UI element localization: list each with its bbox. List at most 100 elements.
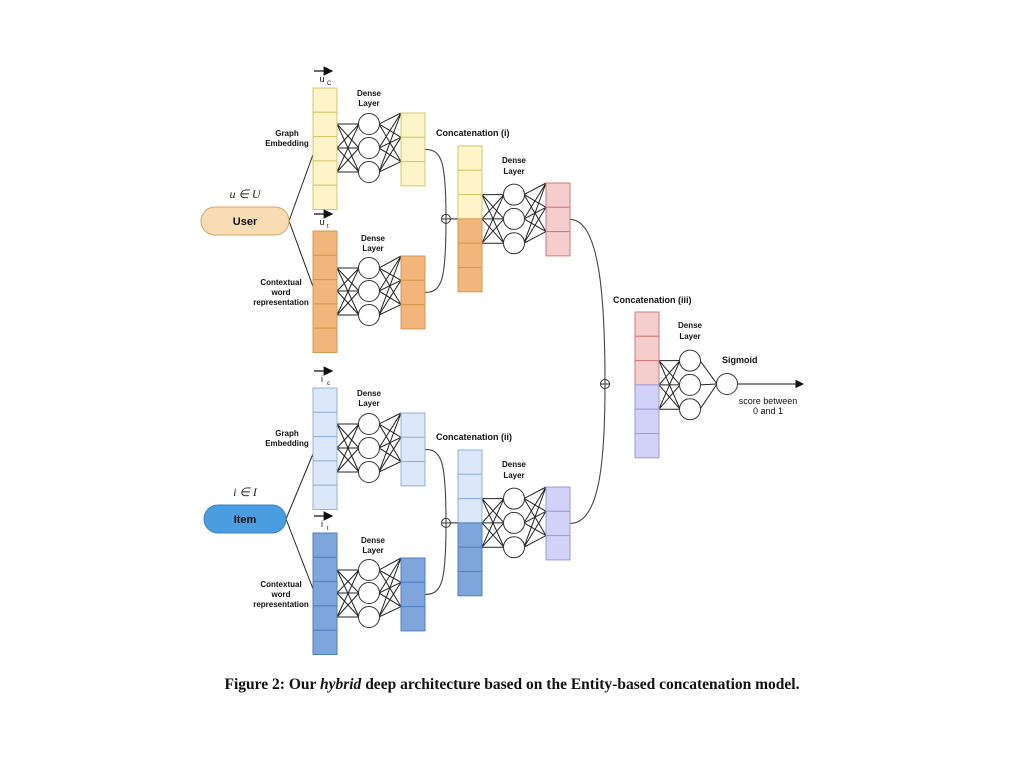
concat-cell-top xyxy=(457,169,483,196)
item-text-dense-label: Layer xyxy=(362,546,383,555)
final-dense-edge xyxy=(658,360,681,386)
dense-edge-out xyxy=(378,582,402,618)
dense-neuron xyxy=(503,536,525,559)
dense-edge-out xyxy=(378,606,402,618)
user-text-column-cell xyxy=(312,327,338,354)
user-entity-pill-label: User xyxy=(233,216,258,228)
user-text-dense-label: Layer xyxy=(362,244,383,253)
dense-edge-in xyxy=(336,123,360,173)
user-concat-dense-label: Dense xyxy=(502,156,527,165)
dense-neuron xyxy=(358,161,380,183)
final-dense-label: Dense xyxy=(678,321,703,330)
user-text-merge-curve xyxy=(424,218,447,293)
dense-edge-in xyxy=(336,423,360,473)
user-graph-embedding-column xyxy=(312,87,338,210)
concat-cell-top xyxy=(634,360,660,386)
user-to-text-line xyxy=(288,220,316,293)
item-entity-pill xyxy=(203,504,287,534)
user-text-dense-output xyxy=(400,255,426,330)
dense-edge-out xyxy=(523,486,547,524)
final-dense-neuron xyxy=(679,373,701,396)
sigmoid-edge xyxy=(699,360,718,385)
user-graph-dense-label: Dense xyxy=(357,89,382,98)
item-graph-vector-label: i xyxy=(321,374,323,384)
dense-neuron xyxy=(503,487,525,510)
user-graph-dense-output-cell xyxy=(400,136,426,163)
sigmoid-edge xyxy=(699,383,718,386)
user-text-vector-label: u xyxy=(319,217,324,227)
user-concat-dense-output xyxy=(545,182,571,257)
final-merge-curve-top xyxy=(569,218,606,385)
item-text-merge-curve xyxy=(424,522,447,595)
dense-edge-out xyxy=(523,486,547,548)
dense-edge-out xyxy=(378,137,402,173)
user-graph-embedding-column-cell xyxy=(312,87,338,113)
dense-edge-out xyxy=(378,412,402,473)
final-dense-neuron xyxy=(679,349,701,372)
user-text-column-cell xyxy=(312,254,338,281)
concat-cell-bottom xyxy=(457,546,483,573)
final-merge-curve-bottom xyxy=(569,383,606,524)
user-text-label: representation xyxy=(253,298,309,307)
user-entity-pill xyxy=(200,206,290,236)
dense-edge-in xyxy=(336,267,360,292)
item-graph-embedding-column-cell xyxy=(312,387,338,413)
user-text-vector-label-sub: t xyxy=(327,224,329,230)
item-to-graph-line xyxy=(285,448,316,520)
concat-cell-bottom xyxy=(457,571,483,597)
dense-edge-out xyxy=(378,255,402,316)
user-graph-embedding-column-cell xyxy=(312,136,338,162)
dense-edge-out xyxy=(523,182,547,244)
concat-cell-top xyxy=(457,498,483,524)
dense-edge-in xyxy=(336,147,360,173)
item-graph-dense-output xyxy=(400,412,426,487)
item-text-dense-label: Dense xyxy=(361,536,386,545)
dense-edge-in xyxy=(336,447,360,473)
dense-edge-out xyxy=(378,161,402,173)
item-graph-dense-label: Dense xyxy=(357,389,382,398)
item-concat-dense-output-cell xyxy=(545,486,571,512)
dense-edge-in xyxy=(481,218,505,244)
user-concat-dense-output-cell xyxy=(545,231,571,257)
dense-edge-out xyxy=(378,461,402,473)
item-text-label: word xyxy=(270,590,290,599)
dense-edge-out xyxy=(378,557,402,594)
dense-edge-in xyxy=(336,267,360,316)
item-concat-dense-output xyxy=(545,486,571,561)
item-text-dense-output-cell xyxy=(400,606,426,632)
user-text-column-cell xyxy=(312,303,338,329)
concat-cell-top xyxy=(457,473,483,500)
item-graph-dense-label: Layer xyxy=(358,399,379,408)
user-graph-dense-output xyxy=(400,112,426,187)
item-entity-pill-label: Item xyxy=(234,514,257,526)
dense-edge-in xyxy=(481,498,505,524)
item-text-column-cell xyxy=(312,532,338,558)
dense-neuron xyxy=(503,511,525,534)
sigmoid-neuron xyxy=(716,373,738,395)
item-text-dense-output-cell xyxy=(400,581,426,608)
item-text-column-cell xyxy=(312,629,338,656)
concat-cell-bottom xyxy=(457,218,483,244)
final-concat-label: Concatenation (iii) xyxy=(613,295,692,305)
dense-edge-in xyxy=(481,498,505,548)
user-graph-dense-label: Layer xyxy=(358,99,379,108)
output-score-label: 0 and 1 xyxy=(753,406,783,416)
user-concat-dense-label: Layer xyxy=(503,167,524,176)
concat-column xyxy=(457,145,483,293)
concat-cell-top xyxy=(634,311,660,337)
item-concat-dense-output-cell xyxy=(545,510,571,537)
user-graph-dense-output-cell xyxy=(400,112,426,138)
dense-edge-in xyxy=(481,194,505,220)
final-dense-label: Layer xyxy=(679,332,700,341)
figure-caption: Figure 2: Our hybrid deep architecture b… xyxy=(0,676,1024,694)
concat-cell-bottom xyxy=(457,522,483,548)
user-text-column-cell xyxy=(312,230,338,256)
item-text-vector-label: i xyxy=(321,519,323,529)
dense-neuron xyxy=(503,232,525,255)
item-graph-merge-curve xyxy=(424,448,447,523)
final-dense-edge xyxy=(658,360,681,410)
concat-column xyxy=(457,449,483,597)
item-text-dense-output xyxy=(400,557,426,632)
dense-edge-out xyxy=(523,182,547,220)
item-concat-label: Concatenation (ii) xyxy=(436,432,512,442)
